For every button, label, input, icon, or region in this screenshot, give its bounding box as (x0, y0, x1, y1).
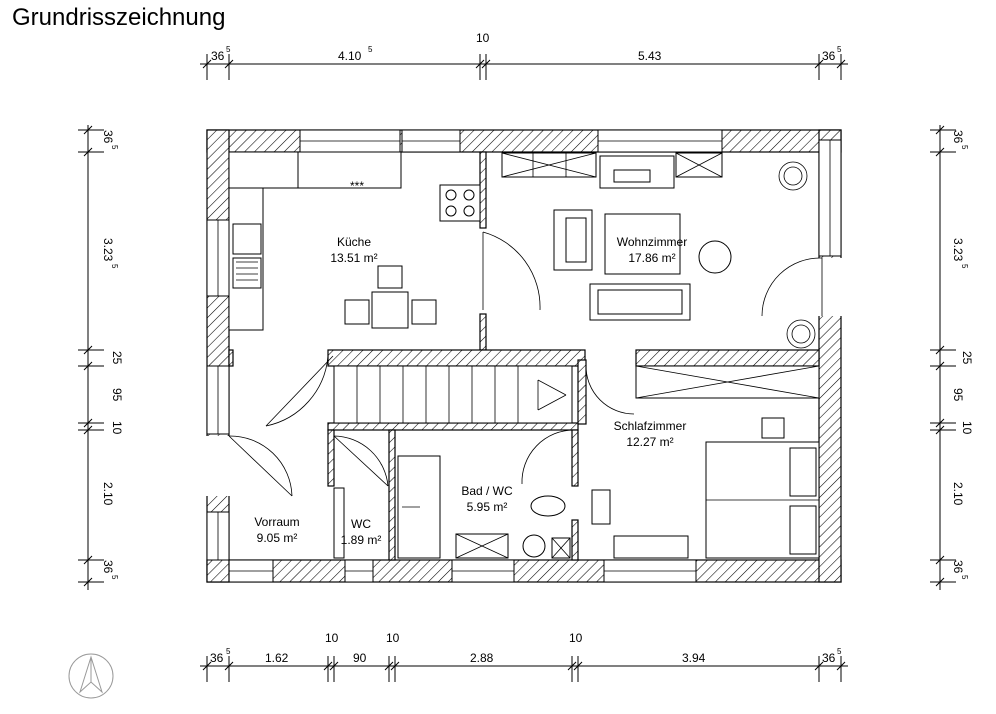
dim-bottom-seg2: 90 (353, 651, 367, 665)
dim-bottom-wall-right: 36 (822, 651, 836, 665)
bedroom-furniture (613, 365, 820, 559)
room-area-wc: 1.89 m² (341, 533, 382, 547)
dim-left-seg2: 25 (110, 351, 124, 365)
dim-bottom-gap1: 10 (325, 631, 339, 645)
dim-top-seg1-sup: 5 (368, 45, 373, 54)
room-name-bad-wc: Bad / WC (461, 484, 513, 498)
room-name-wohnzimmer: Wohnzimmer (617, 235, 687, 249)
dim-bottom-seg4: 3.94 (682, 651, 706, 665)
dim-right-bottom-wall-sup: 5 (960, 575, 969, 580)
kitchen-furniture: *** (228, 151, 481, 331)
right-dimension-line: 36 5 3.23 5 25 95 10 2.10 36 5 (930, 125, 974, 590)
dim-bottom-seg3: 2.88 (470, 651, 494, 665)
dim-right-seg1: 3.23 (951, 238, 965, 262)
top-dimension-line: 36 5 4.10 5 10 5.43 36 5 (200, 31, 848, 80)
north-arrow-icon (68, 653, 114, 699)
dim-left-top-wall: 36 (101, 130, 115, 144)
dim-top-wall-right: 36 (822, 49, 836, 63)
page-title: Grundrisszeichnung (12, 4, 226, 31)
room-labels: Küche 13.51 m² Wohnzimmer 17.86 m² Schla… (254, 235, 687, 547)
dim-bottom-seg1: 1.62 (265, 651, 289, 665)
dim-right-seg1-sup: 5 (960, 264, 969, 269)
staircase (333, 365, 573, 424)
room-name-schlafzimmer: Schlafzimmer (614, 419, 687, 433)
dim-top-wall-left-sup: 5 (226, 45, 231, 54)
dim-left-seg4: 10 (110, 421, 124, 435)
dim-left-seg3: 95 (110, 388, 124, 402)
room-area-schlafzimmer: 12.27 m² (626, 435, 673, 449)
room-area-wohnzimmer: 17.86 m² (628, 251, 675, 265)
dim-left-seg1-sup: 5 (110, 264, 119, 269)
doors (228, 231, 823, 497)
dim-top-wall-right-sup: 5 (837, 45, 842, 54)
dim-top-seg1: 4.10 (338, 49, 362, 63)
dim-left-top-wall-sup: 5 (110, 145, 119, 150)
exterior-walls (206, 129, 843, 583)
dim-left-bottom-wall: 36 (101, 560, 115, 574)
dim-right-seg2: 25 (960, 351, 974, 365)
dim-right-seg3: 95 (951, 388, 965, 402)
room-area-vorraum: 9.05 m² (257, 531, 298, 545)
dim-bottom-gap2: 10 (386, 631, 400, 645)
bathroom-fixtures (333, 455, 611, 559)
dim-left-bottom-wall-sup: 5 (110, 575, 119, 580)
dim-top-seg2: 5.43 (638, 49, 662, 63)
room-name-vorraum: Vorraum (254, 515, 299, 529)
living-room-furniture (501, 152, 816, 349)
room-name-wc: WC (351, 517, 371, 531)
dim-top-wall-left: 36 (211, 49, 225, 63)
dim-bottom-wall-left-sup: 5 (226, 647, 231, 656)
dim-bottom-gap3: 10 (569, 631, 583, 645)
dim-right-seg4: 10 (960, 421, 974, 435)
dim-right-seg5: 2.10 (951, 482, 965, 506)
dim-bottom-wall-right-sup: 5 (837, 647, 842, 656)
room-name-kueche: Küche (337, 235, 371, 249)
dim-left-seg1: 3.23 (101, 238, 115, 262)
stove-mark: *** (350, 179, 364, 193)
dim-bottom-wall-left: 36 (210, 651, 224, 665)
room-area-kueche: 13.51 m² (330, 251, 377, 265)
dim-right-bottom-wall: 36 (951, 560, 965, 574)
dim-right-top-wall: 36 (951, 130, 965, 144)
left-dimension-line: 36 5 3.23 5 25 95 10 2.10 36 5 (78, 125, 124, 590)
bottom-dimension-line: 36 5 1.62 10 90 10 2.88 10 3.94 36 5 (200, 631, 848, 682)
dim-right-top-wall-sup: 5 (960, 145, 969, 150)
dim-top-mid: 10 (476, 31, 490, 45)
room-area-bad-wc: 5.95 m² (467, 500, 508, 514)
dim-left-seg5: 2.10 (101, 482, 115, 506)
